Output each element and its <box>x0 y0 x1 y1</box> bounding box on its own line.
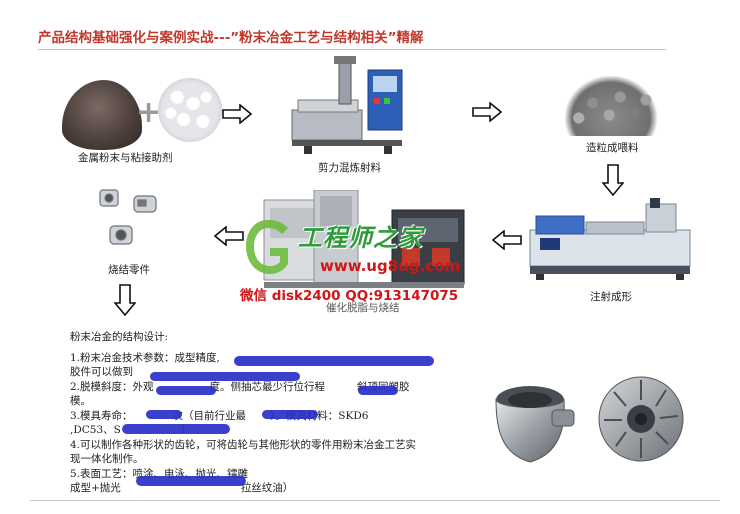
design-line: 5.表面工艺：喷涂、电泳、抛光、镭雕 <box>70 467 249 480</box>
redaction-mark <box>234 356 434 366</box>
redaction-mark <box>358 386 398 395</box>
redaction-mark <box>136 476 246 486</box>
redaction-mark <box>156 386 216 395</box>
redaction-mark <box>262 410 318 419</box>
feedstock-granules-image <box>565 76 657 136</box>
metal-part-image <box>495 386 575 463</box>
watermark-contact: 微信 disk2400 QQ:913147075 <box>240 288 459 304</box>
step-injection-caption: 注射成形 <box>590 291 632 303</box>
title-divider <box>38 49 666 50</box>
down-arrow-icon <box>602 164 624 196</box>
left-arrow-icon <box>492 230 522 250</box>
page-title: 产品结构基础强化与案例实战---”粉末冶金工艺与结构相关”精解 <box>38 30 424 46</box>
redaction-mark <box>122 424 230 434</box>
watermark-url: www.ug8ug.com <box>320 257 461 275</box>
mixing-machine-image <box>291 56 403 154</box>
step-granulate-caption: 造粒成喂料 <box>586 142 639 154</box>
plus-icon: + <box>136 95 162 130</box>
watermark-site-name: 工程师之家 <box>298 224 423 252</box>
design-line: 2.脱模斜度：外观 <box>70 380 154 393</box>
bottom-divider <box>30 500 720 501</box>
design-line: 3.模具寿命： <box>70 409 133 422</box>
binder-pellets-image <box>158 78 222 142</box>
design-line: 度。侧抽芯最少行位行程 <box>209 380 326 393</box>
design-heading: 粉末冶金的结构设计: <box>70 331 169 343</box>
gear-part-image <box>598 376 684 462</box>
step-debind-caption: 催化脱脂与烧结 <box>326 302 400 314</box>
design-line: 4.可以制作各种形状的齿轮，可将齿轮与其他形状的零件用粉末冶金工艺实 <box>70 438 417 451</box>
debinding-furnace-image <box>263 190 465 288</box>
design-line: 成型+抛光 <box>70 482 121 494</box>
redaction-mark <box>150 372 300 381</box>
design-line: 模。 <box>70 395 91 407</box>
design-line: 胶件可以做到 <box>70 366 133 378</box>
injection-machine-image <box>529 198 691 280</box>
down-arrow-icon <box>114 284 136 316</box>
right-arrow-icon <box>472 102 502 122</box>
step-powder-caption: 金属粉末与粘接助剂 <box>78 152 173 164</box>
step-sinter-caption: 烧结零件 <box>108 264 150 276</box>
design-line: ,DC53、S <box>70 424 121 436</box>
design-line: 次（目前行业最 <box>172 409 247 422</box>
step-mixing-caption: 剪力混炼射料 <box>318 162 381 174</box>
metal-powder-image <box>62 80 142 150</box>
design-line: 1.粉末冶金技术参数：成型精度, <box>70 351 220 364</box>
left-arrow-icon <box>214 226 244 246</box>
design-line: 拉丝纹油） <box>240 482 294 494</box>
design-notes: 粉末冶金的结构设计: 1.粉末冶金技术参数：成型精度, 胶件可以做到 2.脱模斜… <box>70 330 450 496</box>
redaction-mark <box>146 410 182 419</box>
design-line: 现一体化制作。 <box>70 453 144 465</box>
right-arrow-icon <box>222 104 252 124</box>
sintered-parts-image <box>99 189 157 245</box>
watermark-logo-icon <box>246 220 288 274</box>
